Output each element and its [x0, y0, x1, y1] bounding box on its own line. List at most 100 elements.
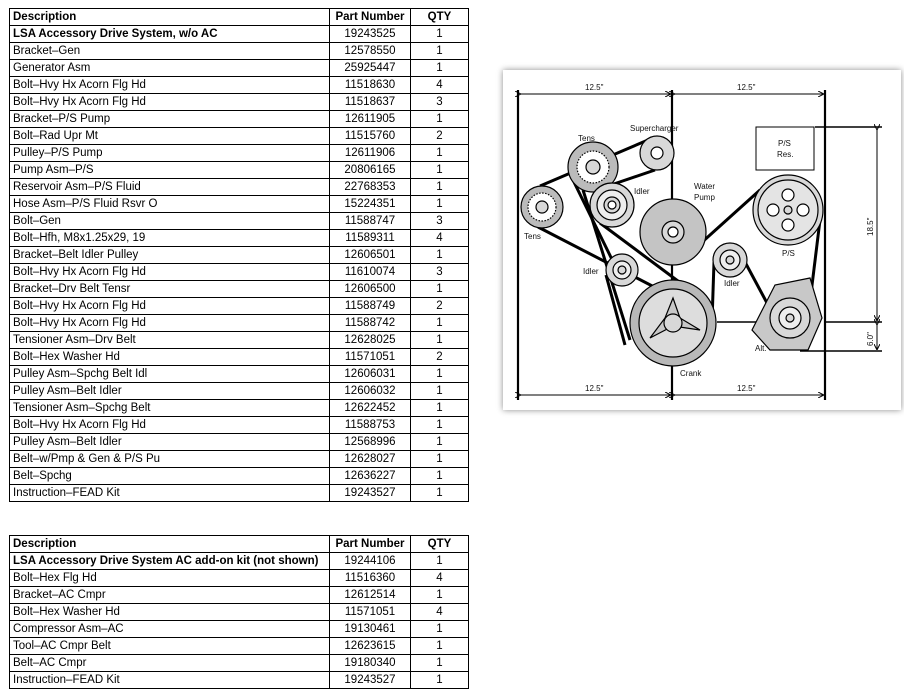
- description-cell: Instruction–FEAD Kit: [9, 484, 330, 502]
- qty-cell: 1: [410, 433, 469, 451]
- part-number-cell: 12578550: [329, 42, 411, 60]
- qty-cell: 1: [410, 314, 469, 332]
- description-cell: Compressor Asm–AC: [9, 620, 330, 638]
- part-number-cell: 25925447: [329, 59, 411, 77]
- part-number-cell: 11518630: [329, 76, 411, 94]
- part-number-cell: 12606500: [329, 280, 411, 298]
- belt-routing-diagram: 12.5" 12.5" 12.5" 12.5" 18.5" 6.0" Super…: [503, 70, 901, 410]
- part-number-cell: Part Number: [329, 8, 411, 26]
- description-cell: Tool–AC Cmpr Belt: [9, 637, 330, 655]
- part-number-cell: 12606031: [329, 365, 411, 383]
- part-number-cell: 11518637: [329, 93, 411, 111]
- description-cell: Belt–w/Pmp & Gen & P/S Pu: [9, 450, 330, 468]
- water-pump-pulley: [639, 198, 707, 266]
- qty-cell: 2: [410, 127, 469, 145]
- qty-cell: 1: [410, 467, 469, 485]
- qty-cell: 1: [410, 178, 469, 196]
- part-number-cell: 11588742: [329, 314, 411, 332]
- part-number-cell: 12611906: [329, 144, 411, 162]
- description-cell: Pulley Asm–Spchg Belt Idl: [9, 365, 330, 383]
- qty-cell: QTY: [410, 535, 469, 553]
- qty-cell: 1: [410, 450, 469, 468]
- label-idler-lower: Idler: [583, 267, 599, 276]
- power-steering-pulley: [752, 174, 824, 246]
- label-idler-right: Idler: [724, 279, 740, 288]
- part-number-cell: 12611905: [329, 110, 411, 128]
- qty-cell: 2: [410, 348, 469, 366]
- table-row: LSA Accessory Drive System AC add-on kit…: [9, 552, 469, 570]
- qty-cell: 1: [410, 280, 469, 298]
- part-number-cell: 12628027: [329, 450, 411, 468]
- qty-cell: 1: [410, 365, 469, 383]
- part-number-cell: 12636227: [329, 467, 411, 485]
- qty-cell: 1: [410, 59, 469, 77]
- description-cell: Bracket–P/S Pump: [9, 110, 330, 128]
- part-number-cell: 19243527: [329, 671, 411, 689]
- dim-top-right: 12.5": [737, 83, 756, 92]
- label-tens-top: Tens: [578, 134, 595, 143]
- description-cell: Pump Asm–P/S: [9, 161, 330, 179]
- part-number-cell: 15224351: [329, 195, 411, 213]
- part-number-cell: 12622452: [329, 399, 411, 417]
- idler-right-pulley: [712, 242, 748, 278]
- qty-cell: 1: [410, 552, 469, 570]
- part-number-cell: 19130461: [329, 620, 411, 638]
- tensioner-left-pulley: [520, 185, 564, 229]
- description-cell: LSA Accessory Drive System, w/o AC: [9, 25, 330, 43]
- part-number-cell: 11571051: [329, 603, 411, 621]
- qty-cell: 1: [410, 246, 469, 264]
- description-cell: Description: [9, 535, 330, 553]
- part-number-cell: 11571051: [329, 348, 411, 366]
- description-cell: Pulley Asm–Belt Idler: [9, 382, 330, 400]
- alternator: [751, 277, 823, 351]
- dim-bottom-left: 12.5": [585, 384, 604, 393]
- qty-cell: 4: [410, 76, 469, 94]
- label-ps: P/S: [782, 249, 795, 258]
- description-cell: Tensioner Asm–Drv Belt: [9, 331, 330, 349]
- label-idler-upper: Idler: [634, 187, 650, 196]
- qty-cell: QTY: [410, 8, 469, 26]
- part-number-cell: 12568996: [329, 433, 411, 451]
- description-cell: Reservoir Asm–P/S Fluid: [9, 178, 330, 196]
- description-cell: Bolt–Hex Flg Hd: [9, 569, 330, 587]
- qty-cell: 1: [410, 637, 469, 655]
- description-cell: Pulley–P/S Pump: [9, 144, 330, 162]
- qty-cell: 1: [410, 654, 469, 672]
- description-cell: Bolt–Hvy Hx Acorn Flg Hd: [9, 76, 330, 94]
- label-supercharger: Supercharger: [630, 124, 679, 133]
- description-cell: Bolt–Rad Upr Mt: [9, 127, 330, 145]
- part-number-cell: 11610074: [329, 263, 411, 281]
- qty-cell: 4: [410, 229, 469, 247]
- qty-cell: 1: [410, 25, 469, 43]
- description-cell: Instruction–FEAD Kit: [9, 671, 330, 689]
- qty-cell: 1: [410, 195, 469, 213]
- qty-cell: 3: [410, 93, 469, 111]
- part-number-cell: 12623615: [329, 637, 411, 655]
- part-number-cell: 19243525: [329, 25, 411, 43]
- description-cell: Bolt–Hvy Hx Acorn Flg Hd: [9, 93, 330, 111]
- description-cell: Bolt–Hvy Hx Acorn Flg Hd: [9, 297, 330, 315]
- description-cell: Bracket–Belt Idler Pulley: [9, 246, 330, 264]
- description-cell: Generator Asm: [9, 59, 330, 77]
- part-number-cell: 11588749: [329, 297, 411, 315]
- part-number-cell: 11589311: [329, 229, 411, 247]
